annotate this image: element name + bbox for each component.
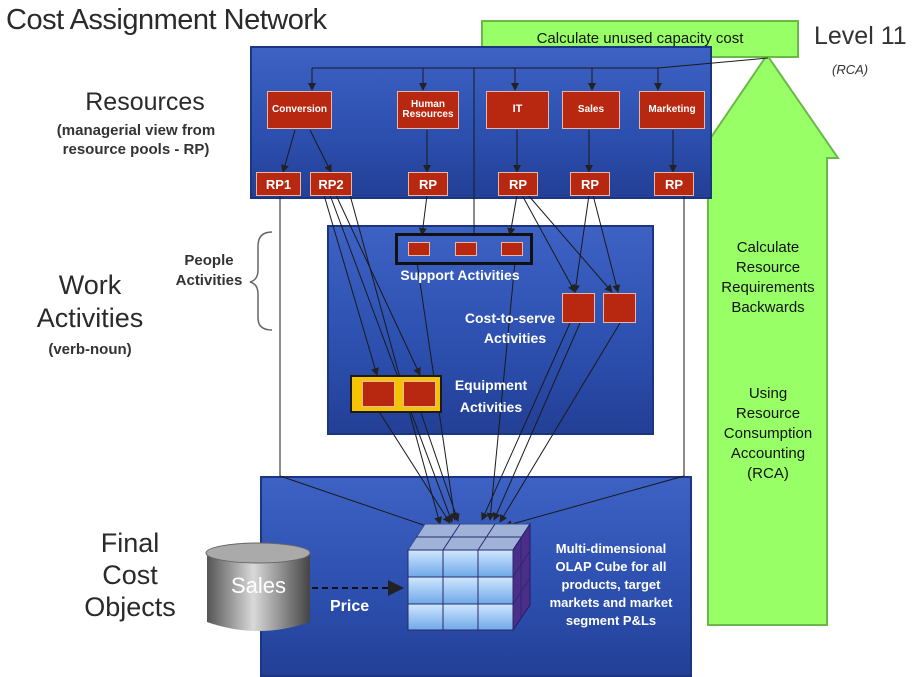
arrow-line-4: Backwards (731, 299, 805, 316)
cost-to-serve-activity-1 (562, 293, 595, 323)
final-label-2: Cost (102, 560, 158, 590)
final-label-1: Final (100, 528, 160, 558)
rp-box-1: RP1 (256, 172, 301, 196)
final-label-3: Objects (84, 592, 176, 622)
support-activities-label: Support Activities (400, 267, 520, 283)
olap-line-4: markets and market (549, 595, 673, 610)
arrow-line-9: (RCA) (747, 465, 789, 482)
cost-to-serve-label-1: Cost-to-serve (464, 310, 556, 326)
cost-to-serve-label-2: Activities (483, 330, 547, 346)
equipment-activity-2 (403, 381, 436, 407)
level-label: Level 11 (814, 22, 907, 50)
olap-line-2: OLAP Cube for all (555, 559, 667, 574)
resources-sub-1: (managerial view from (56, 122, 216, 139)
arrow-line-2: Resource (735, 259, 801, 276)
rp-box-it: RP (498, 172, 538, 196)
support-activity-2 (455, 242, 477, 256)
work-sub: (verb-noun) (48, 341, 132, 358)
support-activity-3 (501, 242, 523, 256)
support-activity-1 (408, 242, 430, 256)
work-label-2: Activities (36, 303, 144, 333)
arrow-line-3: Requirements (721, 279, 815, 296)
arrow-text-using: Using Resource Consumption Accounting (R… (708, 384, 828, 484)
equipment-label-2: Activities (459, 399, 523, 415)
resources-label: Resources (85, 88, 205, 116)
resource-node-it: IT (486, 91, 549, 129)
people-activities-1: People (184, 252, 234, 269)
equipment-activity-1 (362, 381, 395, 407)
olap-cube-description: Multi-dimensional OLAP Cube for all prod… (536, 540, 686, 630)
rp-box-sales: RP (570, 172, 610, 196)
cost-to-serve-activity-2 (603, 293, 636, 323)
diagram-title: Cost Assignment Network (6, 4, 327, 36)
resource-node-marketing: Marketing (639, 91, 705, 129)
rp-box-hr: RP (408, 172, 448, 196)
arrow-line-7: Consumption (723, 425, 813, 442)
people-activities-2: Activities (175, 272, 243, 289)
arrow-line-8: Accounting (730, 445, 806, 462)
work-label-1: Work (58, 270, 122, 300)
price-label: Price (330, 598, 370, 615)
resources-sub-2: resource pools - RP) (62, 141, 210, 158)
resource-node-human-resources: Human Resources (397, 91, 459, 129)
rp-box-2: RP2 (310, 172, 352, 196)
olap-line-1: Multi-dimensional (555, 541, 667, 556)
arrow-text-calculate: Calculate Resource Requirements Backward… (708, 238, 828, 318)
olap-line-5: segment P&Ls (565, 613, 657, 628)
arrow-line-5: Using (748, 385, 788, 402)
support-activities-group (395, 233, 533, 265)
olap-line-3: products, target (561, 577, 661, 592)
arrow-line-6: Resource (735, 405, 801, 422)
level-sub-label: (RCA) (832, 62, 869, 77)
equipment-label-1: Equipment (454, 377, 528, 393)
rp-box-marketing: RP (654, 172, 694, 196)
arrow-line-1: Calculate (736, 239, 800, 256)
resource-node-conversion: Conversion (267, 91, 332, 129)
sales-label: Sales (230, 573, 287, 598)
resource-node-sales: Sales (562, 91, 620, 129)
